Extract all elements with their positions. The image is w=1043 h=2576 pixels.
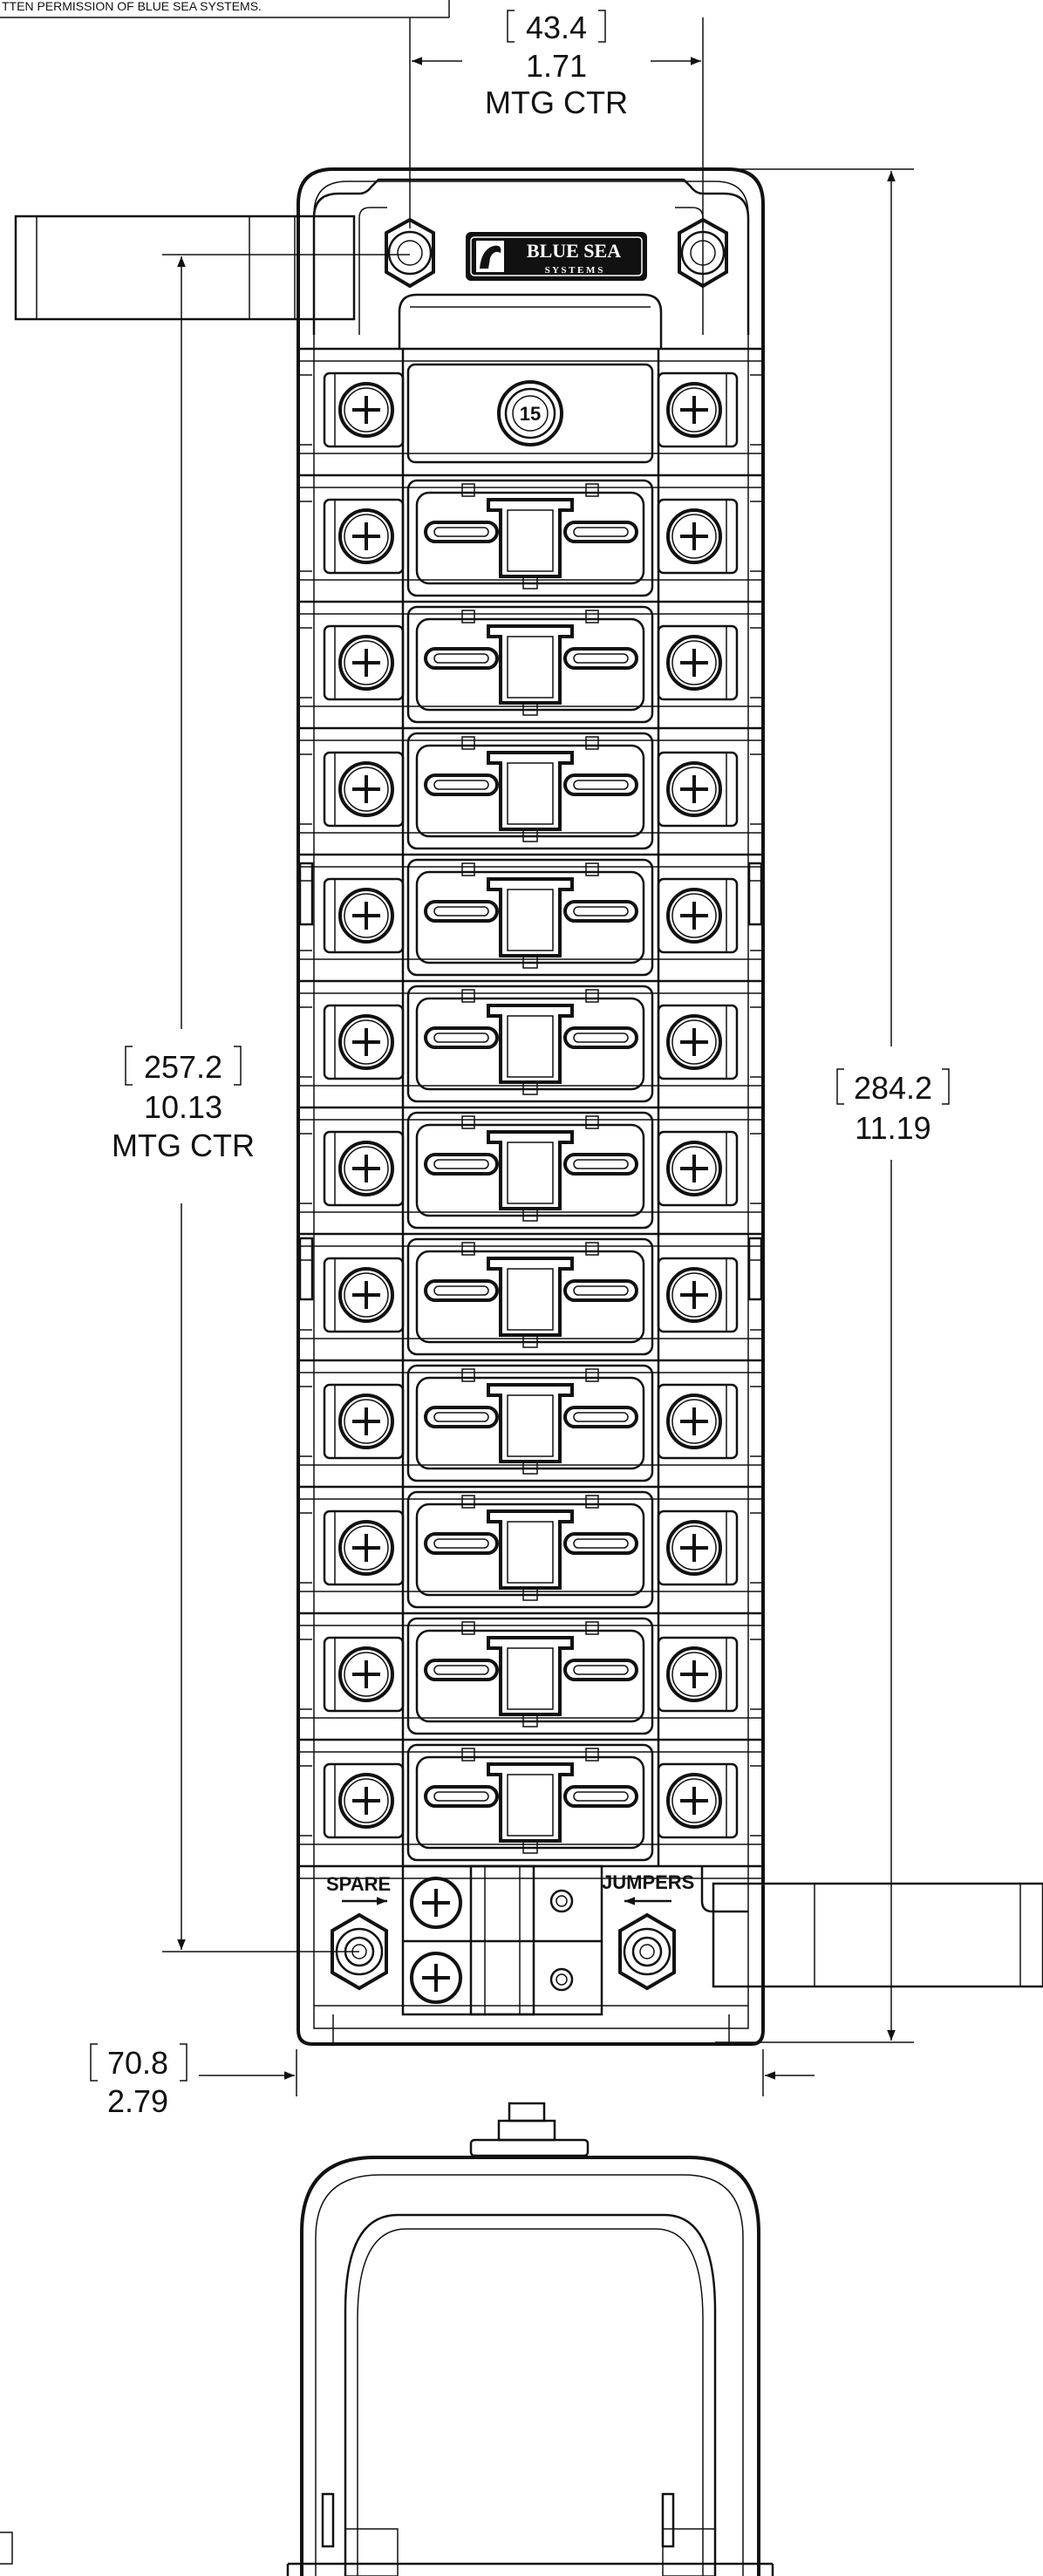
wave-logo-icon bbox=[476, 241, 504, 272]
jumpers-label: JUMPERS bbox=[602, 1871, 694, 1893]
fuse-block-side-view bbox=[286, 2102, 774, 2576]
row-terminals bbox=[297, 600, 765, 708]
bus-screw-top bbox=[410, 1877, 462, 1929]
bottom-section: SPARE JUMPERS bbox=[298, 1864, 763, 2044]
dim-mtg-width-in: 1.71 bbox=[526, 48, 587, 84]
fuse-row bbox=[297, 853, 765, 977]
notice-block: TTEN PERMISSION OF BLUE SEA SYSTEMS. bbox=[0, 0, 450, 18]
dim-mtg-length-mm: 257.2 bbox=[144, 1049, 222, 1085]
fuse-rows bbox=[297, 347, 765, 1862]
dim-overall-length-in: 11.19 bbox=[855, 1110, 931, 1146]
fuse-row bbox=[297, 1738, 765, 1862]
fuse-row bbox=[297, 347, 765, 464]
row-terminals bbox=[297, 474, 765, 582]
fuse-row bbox=[297, 1485, 765, 1609]
dim-mtg-width-note: MTG CTR bbox=[485, 85, 628, 120]
row-terminals bbox=[297, 1485, 765, 1593]
blade-fuse bbox=[406, 605, 654, 724]
fuse-row bbox=[297, 600, 765, 724]
row-terminals bbox=[297, 853, 765, 961]
dim-mtg-width: 43.4 1.71 MTG CTR bbox=[409, 10, 704, 228]
row-terminals bbox=[297, 726, 765, 835]
blade-fuse bbox=[406, 479, 654, 597]
dim-overall-length-mm: 284.2 bbox=[854, 1070, 932, 1106]
spare-label: SPARE bbox=[326, 1873, 391, 1895]
badge-number: 15 bbox=[520, 403, 541, 425]
logo-line1: BLUE SEA bbox=[527, 240, 621, 262]
fuse-row bbox=[297, 726, 765, 850]
fuse-row bbox=[297, 474, 765, 597]
side-clips bbox=[298, 862, 763, 1301]
bus-screw-bottom bbox=[410, 1952, 462, 2004]
dim-mtg-length: 257.2 10.13 MTG CTR bbox=[112, 254, 410, 1952]
fuse-row bbox=[297, 1359, 765, 1482]
fuse-row bbox=[297, 979, 765, 1103]
row-terminals bbox=[297, 1738, 765, 1846]
fuse-block-top-view: BLUE SEA S Y S T E M S 15 bbox=[297, 167, 765, 2046]
dim-overall-width-mm: 70.8 bbox=[107, 2045, 168, 2081]
fuse-row bbox=[297, 1232, 765, 1356]
corner-mark bbox=[0, 2532, 13, 2565]
dim-mtg-length-in: 10.13 bbox=[144, 1089, 222, 1125]
mounting-hex-left bbox=[385, 217, 435, 289]
jumpers-hex bbox=[618, 1912, 676, 1991]
fuse-row bbox=[297, 1106, 765, 1230]
row-terminals bbox=[297, 1106, 765, 1214]
blade-fuse bbox=[406, 1617, 654, 1735]
mounting-hex-right bbox=[678, 217, 728, 289]
logo-line2: S Y S T E M S bbox=[545, 265, 603, 276]
row-terminals bbox=[297, 1359, 765, 1467]
cover-badge: 15 bbox=[497, 380, 563, 446]
dim-overall-width-in: 2.79 bbox=[107, 2083, 168, 2119]
dim-mtg-length-note: MTG CTR bbox=[112, 1128, 255, 1163]
notice-text: TTEN PERMISSION OF BLUE SEA SYSTEMS. bbox=[2, 0, 262, 13]
blade-fuse bbox=[406, 1743, 654, 1862]
blade-fuse bbox=[406, 1490, 654, 1609]
fuse-row bbox=[297, 1612, 765, 1735]
blade-fuse bbox=[406, 1111, 654, 1230]
blade-fuse bbox=[406, 858, 654, 977]
mounting-foot-bottom bbox=[712, 1882, 1043, 1988]
row-terminals bbox=[297, 1232, 765, 1340]
brand-logo: BLUE SEA S Y S T E M S bbox=[466, 232, 647, 281]
row-terminals bbox=[297, 979, 765, 1087]
blade-fuse bbox=[406, 732, 654, 850]
blade-fuse bbox=[406, 985, 654, 1103]
blade-fuse bbox=[406, 1237, 654, 1356]
blade-fuse bbox=[406, 1364, 654, 1482]
dim-overall-length: 284.2 11.19 bbox=[663, 168, 950, 2043]
mounting-foot-top bbox=[14, 215, 356, 321]
head-plate: BLUE SEA S Y S T E M S bbox=[312, 178, 750, 349]
dim-mtg-width-mm: 43.4 bbox=[526, 10, 587, 45]
dim-overall-width: 70.8 2.79 bbox=[90, 2043, 815, 2119]
cover-panel bbox=[406, 363, 654, 464]
row-terminals bbox=[297, 1612, 765, 1720]
